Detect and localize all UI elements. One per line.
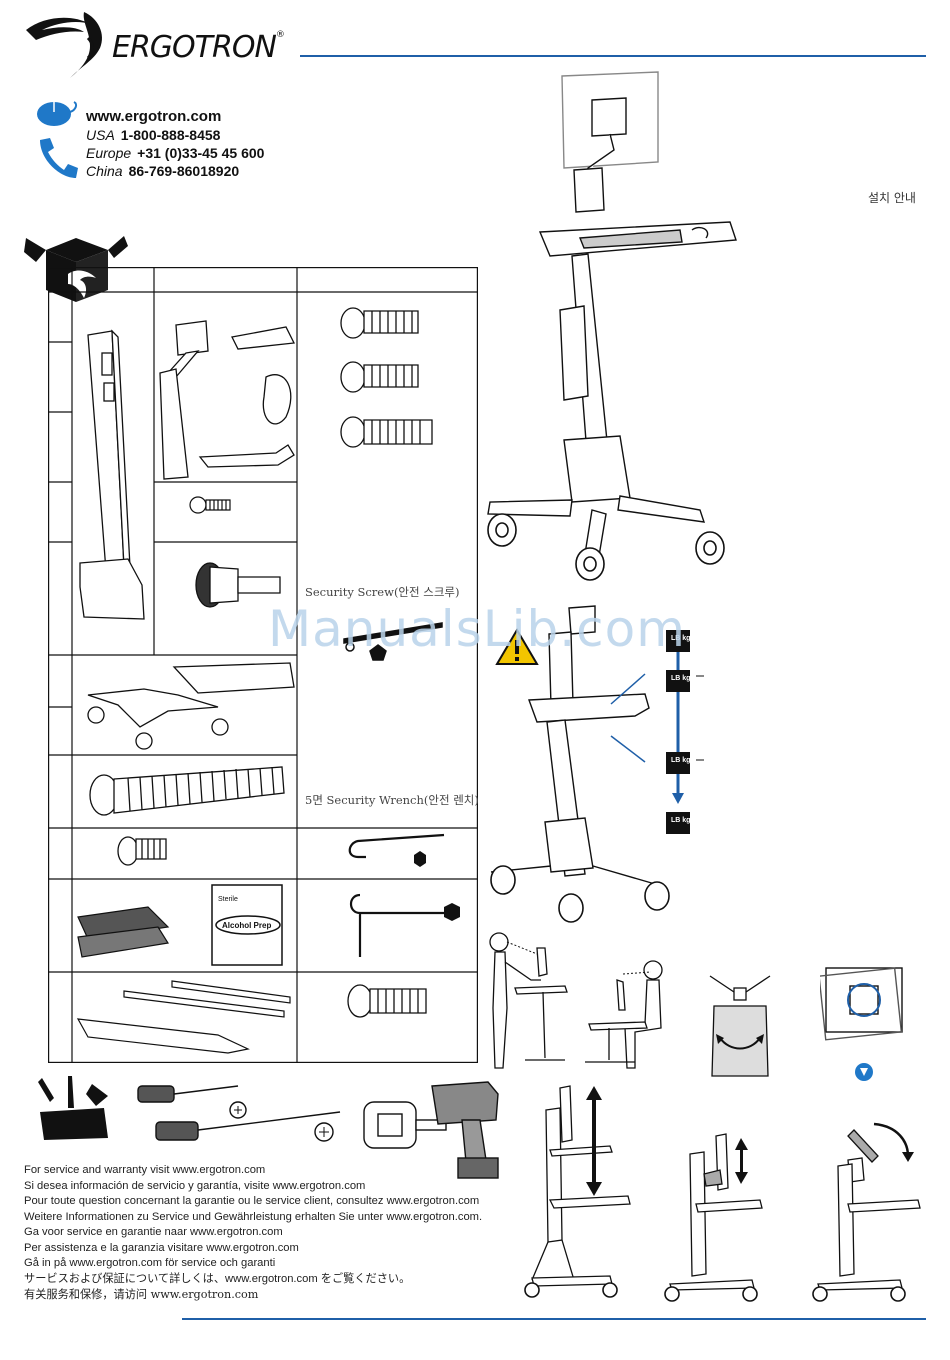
cable-sleeve [77, 906, 170, 958]
mounting-screws [340, 307, 433, 448]
phone-icon [40, 138, 78, 178]
socket-and-drill-icon [363, 1081, 499, 1179]
svg-text:LB kg: LB kg [671, 675, 690, 682]
service-line: Si desea información de servicio y garan… [24, 1179, 366, 1192]
page-title-korean: 설치 안내 [868, 191, 916, 205]
alcohol-prep-label: Alcohol Prep [222, 921, 271, 930]
service-line: サービスおよび保証について詳しくは、www.ergotron.com をご覧くだ… [24, 1272, 411, 1285]
service-line: Per assistenza e la garanzia visitare ww… [24, 1241, 299, 1254]
flat-screw [347, 984, 427, 1018]
mouse-web-icon [37, 101, 78, 126]
cart-adjust-illustration [490, 605, 670, 923]
warning-icon [495, 628, 539, 665]
height-adjust-large [524, 1085, 631, 1298]
ergotron-logo-icon [26, 12, 103, 78]
monitor-tilt-adjust [812, 1122, 921, 1302]
phone-europe: Europe+31 (0)33-45 45 600 [86, 145, 265, 161]
base-and-shelf [87, 662, 295, 750]
service-line: For service and warranty visit www.ergot… [24, 1164, 266, 1176]
service-line: Weitere Informationen zu Service und Gew… [24, 1210, 483, 1223]
monitor-arm [159, 320, 296, 480]
small-screw [189, 496, 231, 514]
service-line: Pour toute question concernant la garant… [24, 1195, 480, 1207]
header-rule [300, 55, 926, 57]
website-link[interactable]: www.ergotron.com [86, 108, 222, 125]
thumb-knob [195, 562, 281, 608]
long-bolt [89, 766, 285, 816]
service-info: For service and warranty visit www.ergot… [24, 1163, 482, 1303]
security-wrench [343, 622, 443, 661]
column-post [79, 329, 145, 620]
service-line: Gå in på www.ergotron.com för service oc… [24, 1257, 276, 1269]
height-adjust-small [664, 1133, 763, 1302]
svg-text:LB kg: LB kg [671, 817, 690, 824]
sterile-label: Sterile [218, 896, 238, 903]
screwdrivers-icon [137, 1085, 341, 1142]
brand-name: ERGOTRON® [112, 30, 285, 65]
hex-bolt [117, 836, 167, 866]
service-line: Ga voor service en garantie naar www.erg… [24, 1226, 283, 1238]
weight-adjustment-diagram: LB kg LB kg LB kg LB kg [666, 630, 704, 834]
footer-rule [182, 1318, 926, 1320]
cart-assembled-illustration [487, 71, 737, 581]
cable-ties [76, 980, 291, 1054]
alcohol-prep-pad [211, 884, 283, 966]
monitor-rotate-diagram [820, 967, 903, 1081]
svg-text:LB kg: LB kg [671, 757, 690, 764]
security-wrench-label: 5면 Security Wrench(안전 렌치) [305, 793, 479, 807]
box-contents-icon [24, 236, 128, 302]
security-screw-label: Security Screw(안전 스크루) [305, 585, 460, 599]
allen-keys [348, 833, 460, 957]
svg-text:LB kg: LB kg [671, 635, 690, 642]
watermark: ManualsLib.com [268, 600, 686, 658]
monitor-tilt-diagram [709, 975, 771, 1077]
service-line: 有关服务和保修，请访问 www.ergotron.com [24, 1288, 259, 1301]
parts-table: Sterile Alcohol Prep [48, 267, 478, 1063]
ergonomics-standing-sitting [489, 932, 663, 1069]
toolbox-icon [38, 1076, 108, 1140]
